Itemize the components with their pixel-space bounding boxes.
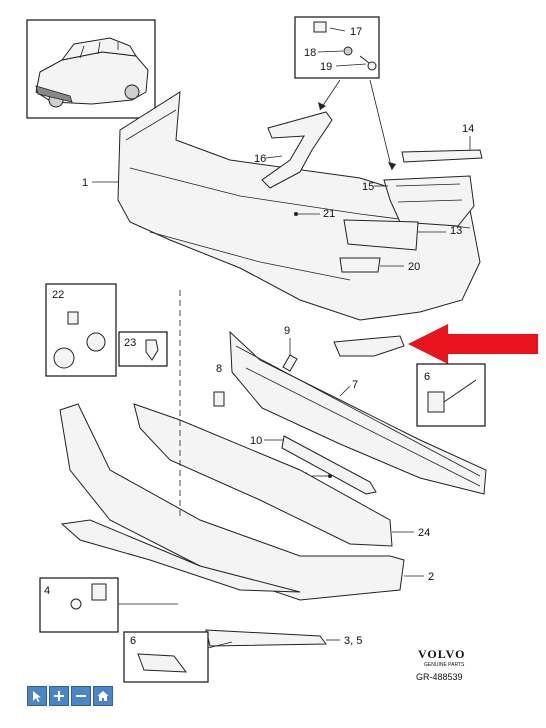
- rail-24: [133, 403, 393, 547]
- callout-7: 7: [352, 379, 358, 391]
- callout-4: 4: [44, 585, 50, 597]
- highlighted-part: [333, 335, 405, 357]
- callout-17: 17: [350, 26, 362, 38]
- viewer-toolbar: [27, 686, 113, 706]
- callout-18: 18: [304, 47, 316, 59]
- red-arrow: [408, 324, 538, 364]
- callout-22: 22: [52, 289, 64, 301]
- car-thumbnail: [26, 19, 156, 119]
- pin-9: [282, 354, 298, 372]
- callout-6a: 6: [424, 371, 430, 383]
- callout-2: 2: [428, 571, 434, 583]
- zoom-in-icon: [54, 691, 64, 701]
- trim-strip-14: [401, 149, 483, 163]
- reflector-13: [343, 219, 419, 251]
- brand-subtitle: GENUINE PARTS: [424, 662, 465, 668]
- callout-8: 8: [216, 363, 222, 375]
- sensor-box-22: [45, 283, 117, 377]
- bolt-box-4: [39, 577, 119, 633]
- zoom-out-icon: [76, 695, 86, 697]
- callout-21: 21: [323, 208, 335, 220]
- callout-24: 24: [418, 527, 430, 539]
- callout-6b: 6: [130, 635, 136, 647]
- home-button[interactable]: [93, 686, 113, 706]
- trim-3-5: [205, 629, 327, 647]
- callout-1: 1: [82, 177, 88, 189]
- callout-9: 9: [284, 325, 290, 337]
- cover-20: [339, 257, 381, 273]
- home-icon: [97, 691, 109, 701]
- bracket-16: [261, 111, 333, 189]
- callout-15: 15: [362, 181, 374, 193]
- brand-logo: VOLVO: [418, 647, 465, 661]
- callout-14: 14: [462, 123, 474, 135]
- bracket-10: [281, 435, 377, 495]
- fastener-box-17-19: [294, 16, 380, 79]
- bumper-cover: [117, 91, 481, 321]
- zoom-in-button[interactable]: [49, 686, 69, 706]
- zoom-out-button[interactable]: [71, 686, 91, 706]
- spoiler-2: [60, 519, 301, 593]
- callout-3-5: 3, 5: [344, 635, 362, 647]
- clip-8: [213, 391, 225, 407]
- callout-23: 23: [124, 337, 136, 349]
- clip-box-23: [118, 331, 168, 367]
- bolt-box-6: [416, 363, 486, 427]
- callout-16: 16: [254, 153, 266, 165]
- cap-box-6: [123, 631, 209, 683]
- diagram-reference: GR-488539: [416, 672, 463, 682]
- pointer-icon: [33, 691, 41, 702]
- callout-20: 20: [408, 261, 420, 273]
- callout-19: 19: [320, 61, 332, 73]
- bracket-15: [383, 175, 475, 227]
- pointer-button[interactable]: [27, 686, 47, 706]
- absorber-7: [229, 330, 487, 495]
- callout-10: 10: [250, 435, 262, 447]
- lower-skirt: [59, 403, 405, 601]
- callout-13: 13: [450, 225, 462, 237]
